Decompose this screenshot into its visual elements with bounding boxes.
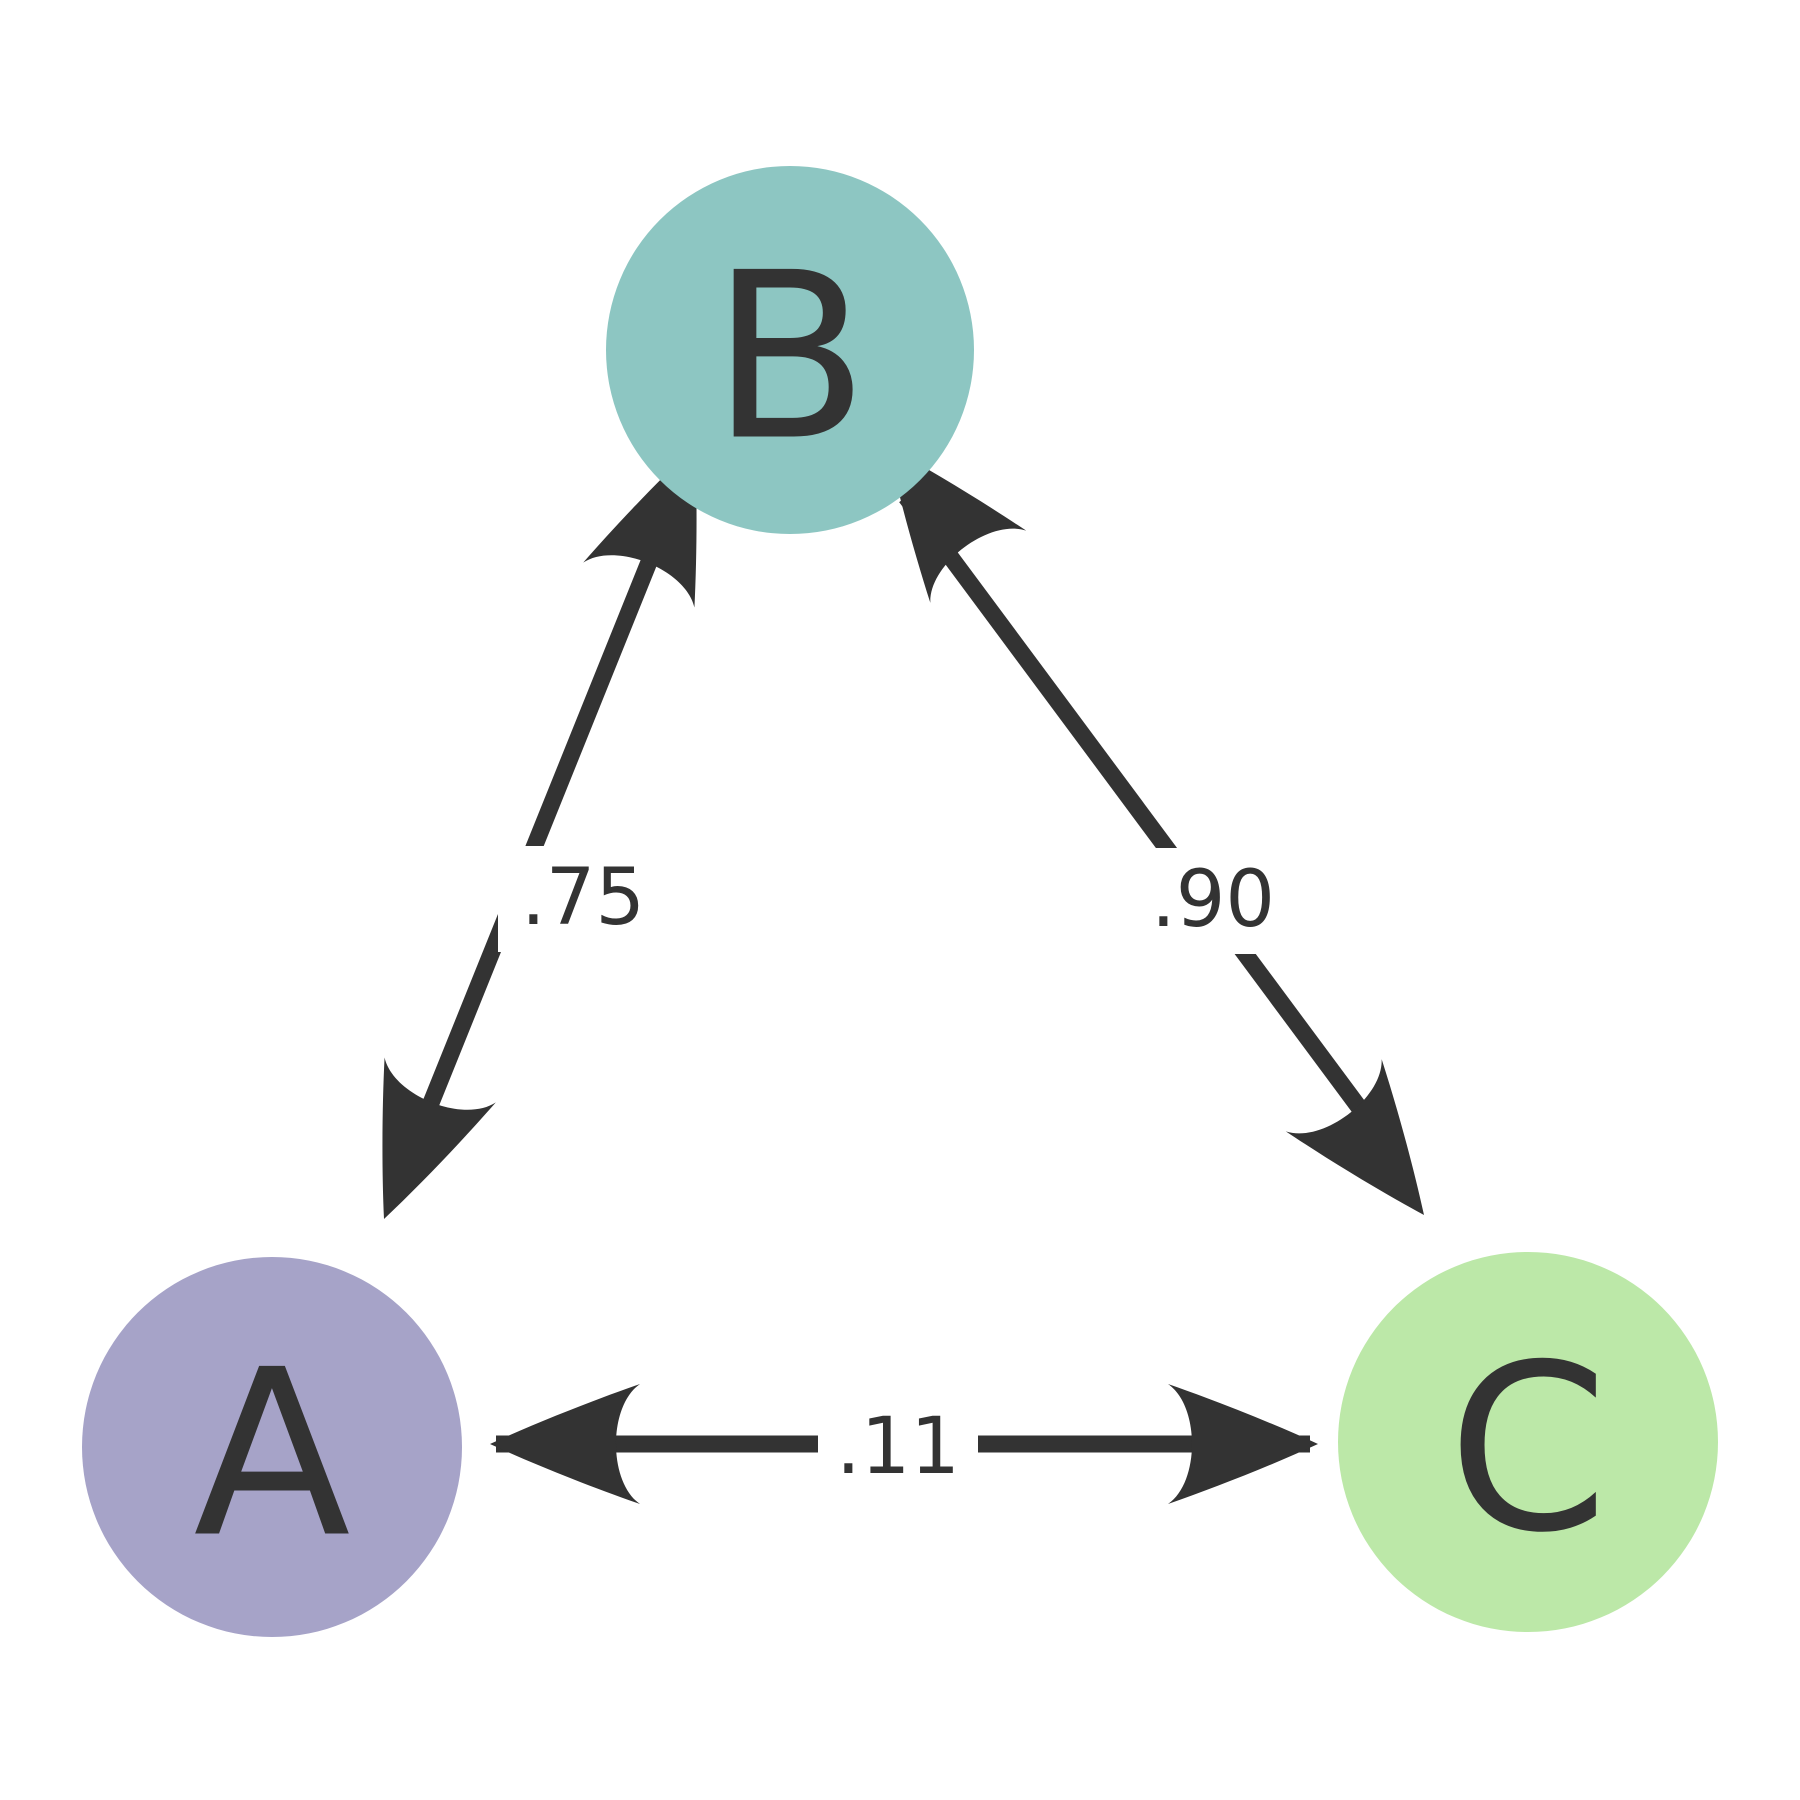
edge-b-c[interactable]: .90 <box>840 410 1472 1252</box>
node-a-label: A <box>193 1322 350 1589</box>
edge-a-b-label-halo <box>498 846 670 952</box>
edge-b-c-label-halo <box>1128 848 1300 954</box>
node-b[interactable]: B <box>606 166 974 534</box>
node-b-label: B <box>711 225 869 492</box>
node-c-label: C <box>1448 1317 1609 1584</box>
node-c-circle[interactable] <box>1338 1252 1718 1632</box>
node-c[interactable]: C <box>1338 1252 1718 1632</box>
edge-b-c-arrowhead-at-c <box>1285 1059 1472 1252</box>
node-b-circle[interactable] <box>606 166 974 534</box>
edge-a-b-arrowhead-at-a <box>328 1057 496 1242</box>
edge-a-c-weight-label: .11 <box>836 1402 960 1492</box>
edge-a-b-weight-label: .75 <box>521 853 645 943</box>
edge-a-c-label-halo <box>818 1392 978 1498</box>
edge-b-c-shaft <box>899 491 1411 1174</box>
node-a-circle[interactable] <box>82 1257 462 1637</box>
edge-a-c[interactable]: .11 <box>490 1384 1318 1504</box>
edge-a-b[interactable]: .75 <box>328 423 751 1242</box>
edge-a-b-shaft <box>396 491 684 1174</box>
edge-b-c-weight-label: .90 <box>1151 855 1275 945</box>
node-a[interactable]: A <box>82 1257 462 1637</box>
